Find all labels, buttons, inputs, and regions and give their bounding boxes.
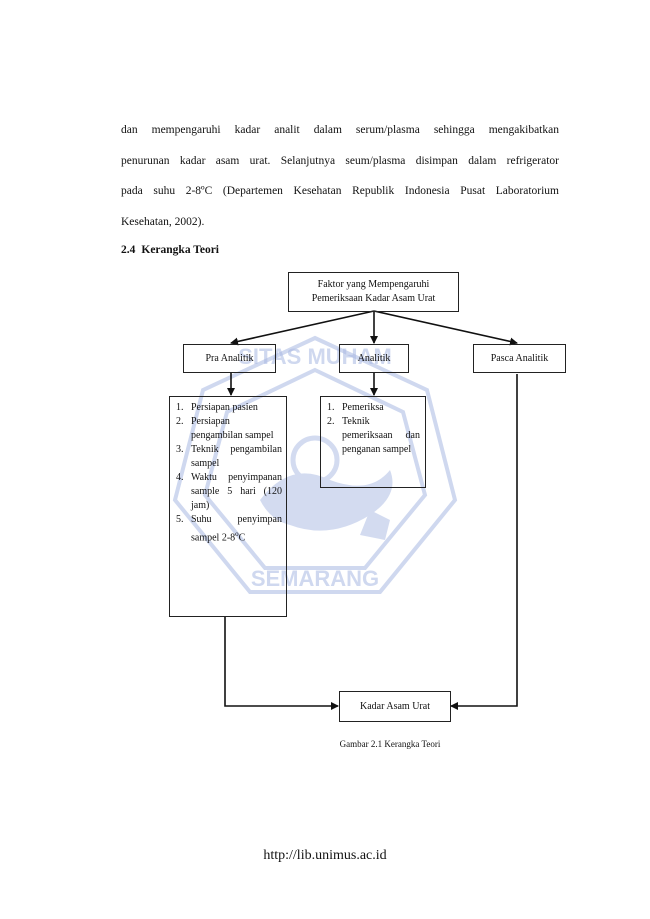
- list-item-text: Suhu penyimpan sampel 2-8: [191, 514, 282, 544]
- unit-text: C: [238, 532, 246, 544]
- degree-superscript: o: [235, 530, 239, 538]
- pra-analitik-label: Pra Analitik: [205, 352, 254, 364]
- result-label: Kadar Asam Urat: [360, 700, 430, 712]
- paragraph-line: pada suhu 2-8ºC (Departemen Kesehatan Re…: [121, 185, 559, 197]
- paragraph-line: Kesehatan, 2002).: [121, 215, 205, 228]
- list-item: 3.Teknik pengambilan sampel: [176, 444, 282, 469]
- analitik-list-box: 1.Pemeriksa 2.Teknik pemeriksaan dan pen…: [320, 396, 426, 488]
- paragraph-line: penurunan kadar asam urat. Selanjutnya s…: [121, 154, 559, 167]
- footer-url: http://lib.unimus.ac.id: [263, 848, 387, 863]
- paragraph-line: dan mempengaruhi kadar analit dalam seru…: [121, 124, 559, 136]
- section-title: Kerangka Teori: [141, 244, 220, 256]
- factor-box: Faktor yang Mempengaruhi Pemeriksaan Kad…: [288, 272, 459, 312]
- pasca-analitik-label: Pasca Analitik: [490, 352, 549, 364]
- list-item: 2.Teknik pemeriksaan dan penganan sampel: [327, 416, 420, 455]
- analitik-list: 1.Pemeriksa 2.Teknik pemeriksaan dan pen…: [327, 401, 420, 457]
- section-number: 2.4: [121, 244, 136, 256]
- figure-caption: Gambar 2.1 Kerangka Teori: [339, 739, 441, 749]
- pra-analitik-list: 1.Persiapan pasien 2.Persiapan pengambil…: [176, 401, 282, 545]
- arrow-pra-to-result: [224, 616, 339, 710]
- list-item: 1.Pemeriksa: [327, 402, 384, 413]
- list-item: 1.Persiapan pasien: [176, 402, 258, 413]
- analitik-box: Analitik: [339, 344, 409, 373]
- factor-box-line1: Faktor yang Mempengaruhi: [317, 279, 430, 290]
- arrow-pasca-to-result: [450, 374, 518, 710]
- pasca-analitik-box: Pasca Analitik: [473, 344, 566, 373]
- result-box: Kadar Asam Urat: [339, 691, 451, 722]
- list-item: 4.Waktu penyimpanan sample 5 hari (120 j…: [176, 472, 282, 511]
- arrow-to-pasca-analitik: [373, 310, 518, 346]
- pra-analitik-box: Pra Analitik: [183, 344, 276, 373]
- list-item: 5.Suhu penyimpan sampel 2-8oC: [176, 514, 282, 544]
- factor-box-line2: Pemeriksaan Kadar Asam Urat: [311, 293, 436, 304]
- arrow-to-pra-analitik: [230, 310, 375, 346]
- analitik-label: Analitik: [357, 352, 391, 364]
- body-paragraph: dan mempengaruhi kadar analit dalam seru…: [121, 115, 559, 237]
- section-heading: 2.4 Kerangka Teori: [121, 244, 219, 256]
- list-item: 2.Persiapan pengambilan sampel: [176, 416, 274, 441]
- pra-analitik-list-box: 1.Persiapan pasien 2.Persiapan pengambil…: [169, 396, 287, 617]
